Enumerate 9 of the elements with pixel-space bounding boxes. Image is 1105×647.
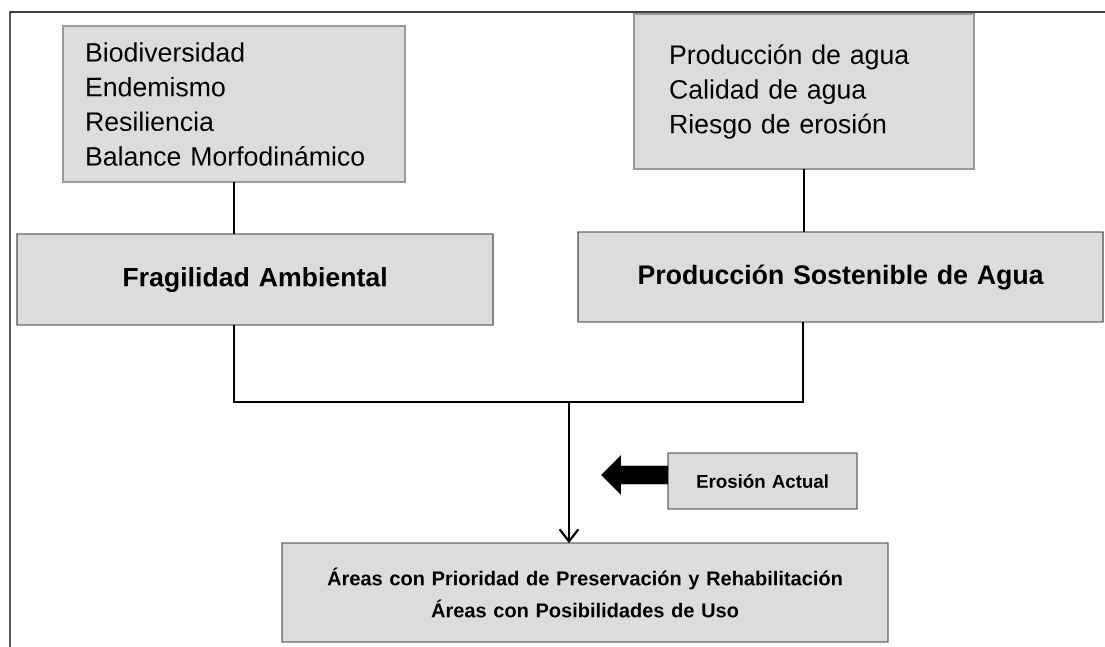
text-box: Producción de agua Calidad de agua Riesgo de erosión [633, 13, 975, 170]
text-box: Biodiversidad Endemismo Resiliencia Balance Morfodinámico [62, 25, 406, 183]
connector-line [233, 181, 235, 235]
connector-line [558, 321, 805, 543]
note-box: Erosión Actual [667, 452, 858, 510]
result-box: Áreas con Prioridad de Preservación y Rehabilitación Áreas con Posibilidades de Uso [281, 542, 889, 643]
connector-line [803, 168, 805, 233]
heading-box: Fragilidad Ambiental [16, 233, 494, 326]
heading-box: Producción Sostenible de Agua [577, 231, 1104, 323]
